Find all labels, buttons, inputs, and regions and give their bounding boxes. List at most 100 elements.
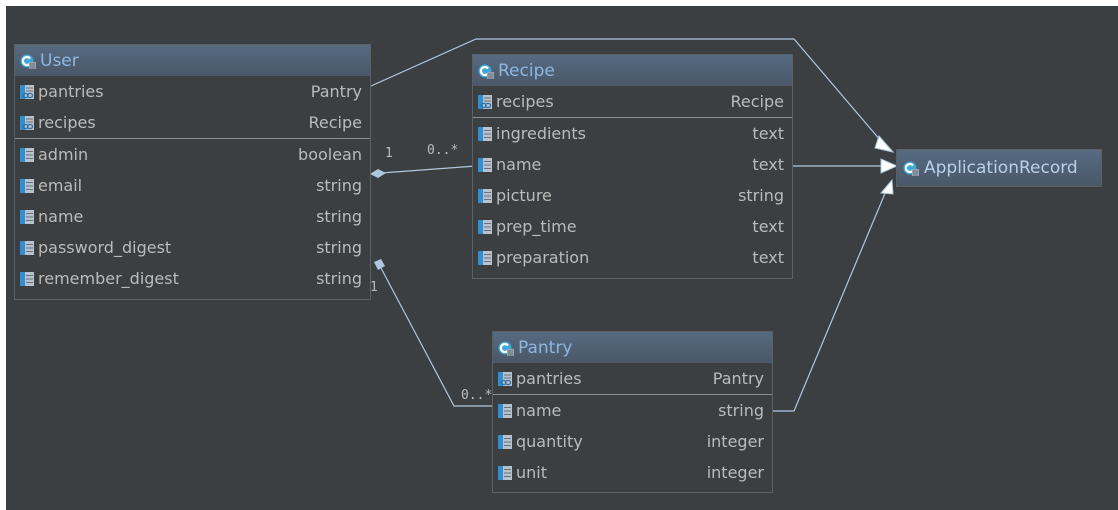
class-icon [477, 62, 495, 80]
member-type: Pantry [712, 369, 764, 388]
field-icon [19, 271, 35, 287]
section-divider [15, 138, 370, 139]
member-name: unit [516, 463, 547, 482]
diamond-user-recipe [370, 169, 386, 178]
field-icon [477, 219, 493, 235]
member-name: name [38, 207, 84, 226]
member-name: recipes [38, 113, 96, 132]
member-name: preparation [496, 248, 590, 267]
member-type: text [752, 155, 784, 174]
field-icon [497, 403, 513, 419]
section-divider [473, 117, 792, 118]
member-name: recipes [496, 92, 554, 111]
association-icon [497, 371, 513, 387]
association-row[interactable]: recipes Recipe [15, 107, 370, 138]
member-name: pantries [516, 369, 582, 388]
association-row[interactable]: pantries Pantry [15, 76, 370, 107]
field-row[interactable]: remember_digest string [15, 263, 370, 294]
field-icon [477, 157, 493, 173]
field-row[interactable]: prep_time text [473, 211, 792, 242]
member-name: admin [38, 145, 89, 164]
field-row[interactable]: password_digest string [15, 232, 370, 263]
field-icon [477, 126, 493, 142]
member-name: email [38, 176, 83, 195]
pantry-header[interactable]: Pantry [493, 332, 772, 363]
member-name: remember_digest [38, 269, 179, 288]
field-icon [477, 250, 493, 266]
member-type: integer [706, 463, 764, 482]
user-class-node[interactable]: User pantries Pantry recipes Recipe admin bool… [14, 44, 371, 300]
field-row[interactable]: name string [15, 201, 370, 232]
field-icon [497, 434, 513, 450]
member-type: string [316, 269, 362, 288]
field-row[interactable]: picture string [473, 180, 792, 211]
member-type: Recipe [308, 113, 362, 132]
member-type: text [752, 217, 784, 236]
member-type: text [752, 124, 784, 143]
member-name: password_digest [38, 238, 172, 257]
class-icon [19, 52, 37, 70]
arrowhead-recipe [880, 158, 899, 174]
edge-user-inherits [370, 38, 882, 142]
diamond-user-pantry [374, 259, 385, 270]
member-name: ingredients [496, 124, 587, 143]
member-name: pantries [38, 82, 104, 101]
association-row[interactable]: pantries Pantry [493, 363, 772, 394]
field-icon [19, 178, 35, 194]
field-row[interactable]: name string [493, 395, 772, 426]
field-row[interactable]: unit integer [493, 457, 772, 488]
member-name: prep_time [496, 217, 577, 236]
member-name: quantity [516, 432, 583, 451]
edge-user-pantry [380, 267, 496, 407]
member-type: integer [706, 432, 764, 451]
user-recipe-target-multiplicity: 0..* [427, 143, 459, 158]
field-row[interactable]: ingredients text [473, 118, 792, 149]
field-icon [497, 465, 513, 481]
member-type: string [316, 238, 362, 257]
field-row[interactable]: admin boolean [15, 139, 370, 170]
edge-user-recipe [380, 165, 477, 174]
association-row[interactable]: recipes Recipe [473, 86, 792, 117]
arrowhead-user [874, 135, 895, 153]
member-type: Recipe [730, 92, 784, 111]
recipe-header[interactable]: Recipe [473, 55, 792, 86]
user-pantry-source-multiplicity: 1 [370, 280, 378, 295]
class-icon [902, 159, 920, 177]
user-title: User [40, 50, 79, 71]
user-pantry-target-multiplicity: 0..* [461, 388, 493, 403]
field-icon [477, 188, 493, 204]
field-icon [19, 209, 35, 225]
member-type: string [738, 186, 784, 205]
arrowhead-pantry [879, 178, 894, 195]
field-icon [19, 240, 35, 256]
association-icon [19, 84, 35, 100]
field-row[interactable]: quantity integer [493, 426, 772, 457]
class-icon [497, 339, 515, 357]
association-icon [19, 115, 35, 131]
member-name: picture [496, 186, 552, 205]
section-divider [493, 394, 772, 395]
association-icon [477, 94, 493, 110]
recipe-class-node[interactable]: Recipe recipes Recipe ingredients text name te… [472, 54, 793, 279]
member-name: name [496, 155, 542, 174]
member-type: Pantry [310, 82, 362, 101]
application-record-name: ApplicationRecord [924, 158, 1078, 178]
member-name: name [516, 401, 562, 420]
pantry-title: Pantry [518, 337, 573, 358]
user-recipe-source-multiplicity: 1 [385, 146, 393, 161]
application-record-node[interactable]: ApplicationRecord [896, 149, 1102, 187]
field-row[interactable]: email string [15, 170, 370, 201]
edges-layer [370, 38, 899, 412]
user-header[interactable]: User [15, 45, 370, 76]
member-type: string [316, 207, 362, 226]
pantry-class-node[interactable]: Pantry pantries Pantry name string quantity in… [492, 331, 773, 493]
recipe-title: Recipe [498, 60, 555, 81]
member-type: string [316, 176, 362, 195]
field-row[interactable]: name text [473, 149, 792, 180]
member-type: boolean [298, 145, 362, 164]
member-type: string [718, 401, 764, 420]
field-icon [19, 147, 35, 163]
edge-pantry-inherits [773, 190, 887, 412]
